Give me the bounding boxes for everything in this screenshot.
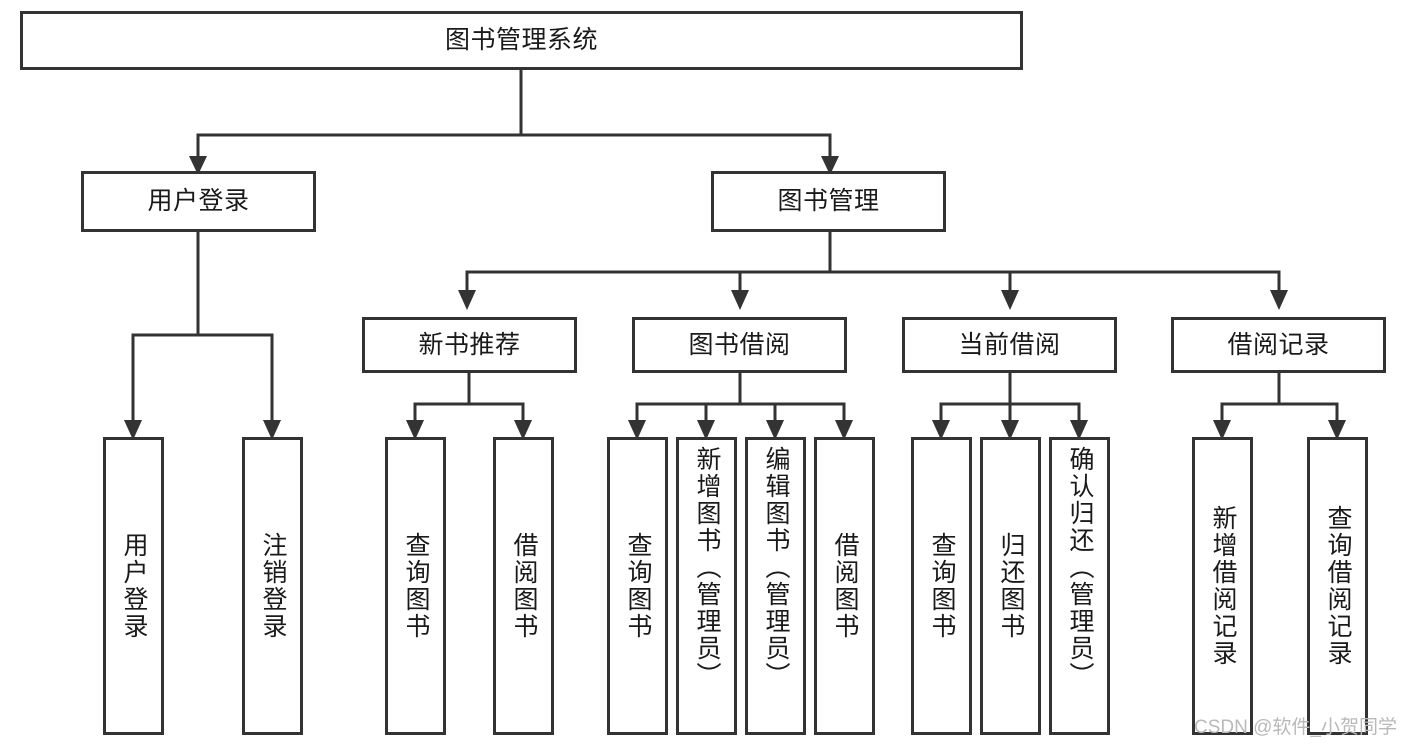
leaf-add-book-admin[interactable]: 新增图书（管理员） (676, 437, 737, 735)
leaf-query-book-current[interactable]: 查询图书 (911, 437, 972, 735)
node-label: 借阅图书 (831, 532, 859, 640)
node-label: 编辑图书（管理员） (762, 446, 790, 689)
node-label: 当前借阅 (958, 330, 1061, 359)
node-label: 新书推荐 (418, 330, 521, 359)
node-label: 借阅图书 (510, 532, 538, 640)
node-label: 用户登录 (120, 532, 148, 640)
node-label: 归还图书 (997, 532, 1025, 640)
node-label: 借阅记录 (1227, 330, 1330, 359)
node-label: 用户登录 (147, 187, 250, 215)
node-label: 图书管理系统 (444, 26, 598, 54)
node-label: 查询图书 (402, 532, 430, 640)
leaf-return-book[interactable]: 归还图书 (980, 437, 1041, 735)
leaf-query-book-borrow[interactable]: 查询图书 (607, 437, 668, 735)
leaf-borrow-book[interactable]: 借阅图书 (814, 437, 875, 735)
leaf-add-borrow-record[interactable]: 新增借阅记录 (1192, 437, 1253, 735)
leaf-query-borrow-record[interactable]: 查询借阅记录 (1307, 437, 1368, 735)
leaf-user-login[interactable]: 用户登录 (103, 437, 164, 735)
leaf-query-book-recommend[interactable]: 查询图书 (385, 437, 446, 735)
node-current-borrow[interactable]: 当前借阅 (902, 317, 1117, 373)
node-book-borrow[interactable]: 图书借阅 (632, 317, 847, 373)
leaf-confirm-return-admin[interactable]: 确认归还（管理员） (1049, 437, 1110, 735)
leaf-borrow-book-recommend[interactable]: 借阅图书 (493, 437, 554, 735)
node-borrow-records[interactable]: 借阅记录 (1171, 317, 1386, 373)
arrowhead-group (124, 156, 1346, 440)
node-new-book-recommend[interactable]: 新书推荐 (362, 317, 577, 373)
leaf-edit-book-admin[interactable]: 编辑图书（管理员） (745, 437, 806, 735)
node-label: 新增借阅记录 (1209, 505, 1237, 667)
node-label: 查询图书 (928, 532, 956, 640)
node-label: 新增图书（管理员） (693, 446, 721, 689)
node-book-management[interactable]: 图书管理 (711, 171, 946, 232)
node-label: 图书借阅 (688, 330, 791, 359)
node-user-login[interactable]: 用户登录 (81, 171, 316, 232)
node-label: 确认归还（管理员） (1066, 446, 1094, 689)
node-label: 查询借阅记录 (1324, 505, 1352, 667)
leaf-logout[interactable]: 注销登录 (242, 437, 303, 735)
node-label: 注销登录 (259, 532, 287, 640)
node-label: 查询图书 (624, 532, 652, 640)
node-root-system[interactable]: 图书管理系统 (20, 11, 1023, 70)
node-label: 图书管理 (777, 187, 880, 215)
